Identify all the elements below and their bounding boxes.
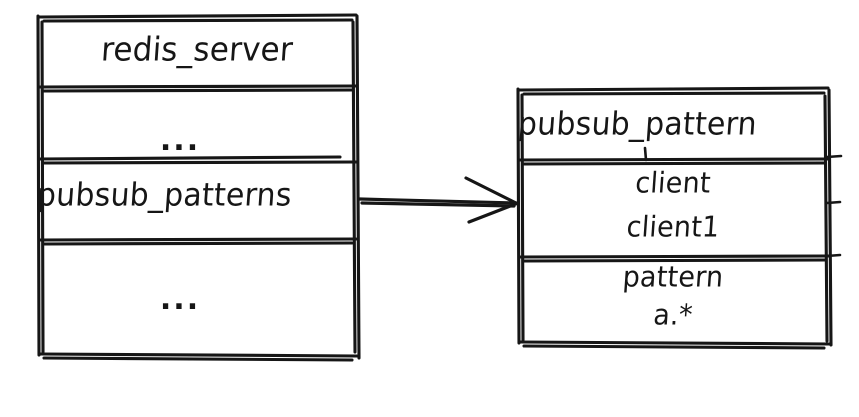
- right-box-dividers: [517, 157, 832, 263]
- right-box-outline: [516, 86, 833, 350]
- right-box-row-1-value: a.*: [652, 299, 694, 332]
- right-box-header: pubsub_pattern: [516, 105, 759, 144]
- left-box-dividers: [38, 84, 359, 246]
- left-box-row-2-ellipsis: ...: [159, 282, 201, 317]
- right-box-row-1-field: pattern: [621, 261, 725, 294]
- left-box-header: redis_server: [99, 30, 295, 70]
- sketch-tick-marks: [643, 146, 843, 258]
- right-box-row-0-value: client1: [625, 211, 721, 244]
- left-box-row-0-ellipsis: ...: [159, 123, 201, 158]
- right-box-row-0-field: client: [634, 167, 712, 200]
- connector-arrow: [358, 176, 520, 224]
- left-box-outline: [36, 13, 361, 362]
- left-box-row-1-field: pubsub_patterns: [35, 176, 293, 215]
